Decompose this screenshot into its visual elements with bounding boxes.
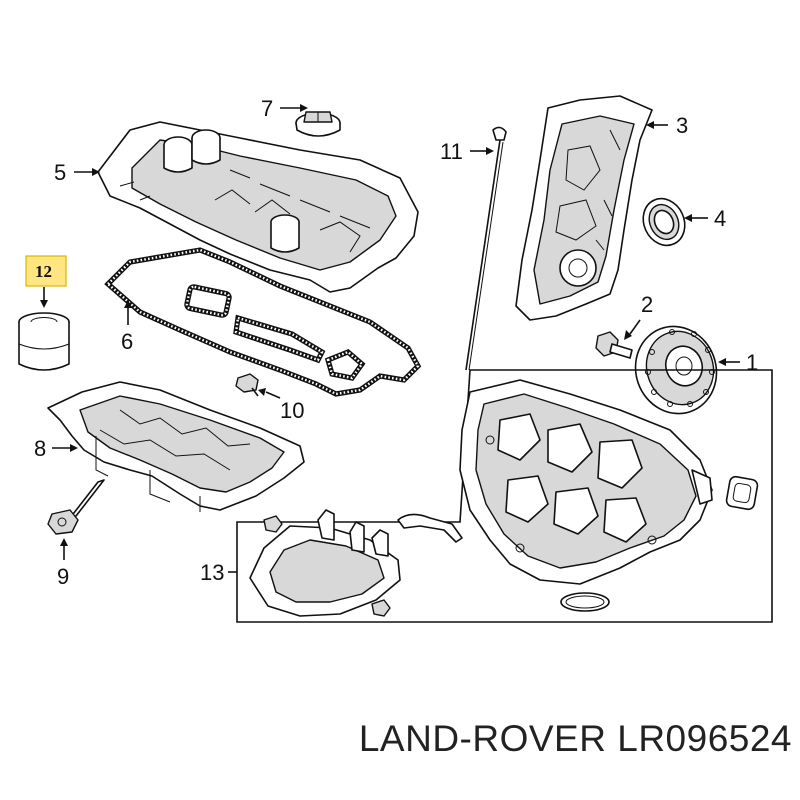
callout-7: 7 <box>261 96 273 121</box>
part-oil-pan <box>47 381 305 512</box>
part-bolt-10 <box>235 373 259 397</box>
part-number-caption: LAND-ROVER LR096524 <box>358 718 792 759</box>
part-pulley-bolt <box>595 331 633 359</box>
callout-4: 4 <box>714 206 726 231</box>
highlight-box-12 <box>25 255 67 287</box>
callout-3: 3 <box>676 113 688 138</box>
callout-13: 13 <box>200 560 224 585</box>
part-valve-cover-gasket <box>104 247 422 397</box>
part-valve-cover <box>97 121 419 293</box>
part-intake-manifold <box>459 379 713 585</box>
part-oil-filler-cap <box>295 111 341 137</box>
callout-12: 12 <box>35 262 52 281</box>
callout-10: 10 <box>280 398 304 423</box>
part-timing-cover <box>515 95 653 321</box>
callout-numbers: 7 5 11 3 4 2 1 12 6 10 8 9 13 <box>34 96 758 589</box>
callout-5: 5 <box>54 160 66 185</box>
part-sensor-9 <box>47 479 105 535</box>
part-dipstick <box>465 126 507 371</box>
part-oil-filter <box>18 312 70 371</box>
part-oil-cooler <box>249 509 463 617</box>
callout-2: 2 <box>641 292 653 317</box>
part-13-group-outline <box>236 369 773 623</box>
callout-6: 6 <box>121 329 133 354</box>
part-intake-gasket <box>725 475 759 511</box>
callout-11: 11 <box>440 139 463 164</box>
callout-1: 1 <box>746 350 758 375</box>
callout-8: 8 <box>34 436 46 461</box>
leader-lines <box>40 104 740 573</box>
part-o-ring <box>560 592 610 612</box>
part-crank-seal <box>642 197 686 247</box>
callout-9: 9 <box>57 564 69 589</box>
part-crank-pulley <box>634 325 718 415</box>
